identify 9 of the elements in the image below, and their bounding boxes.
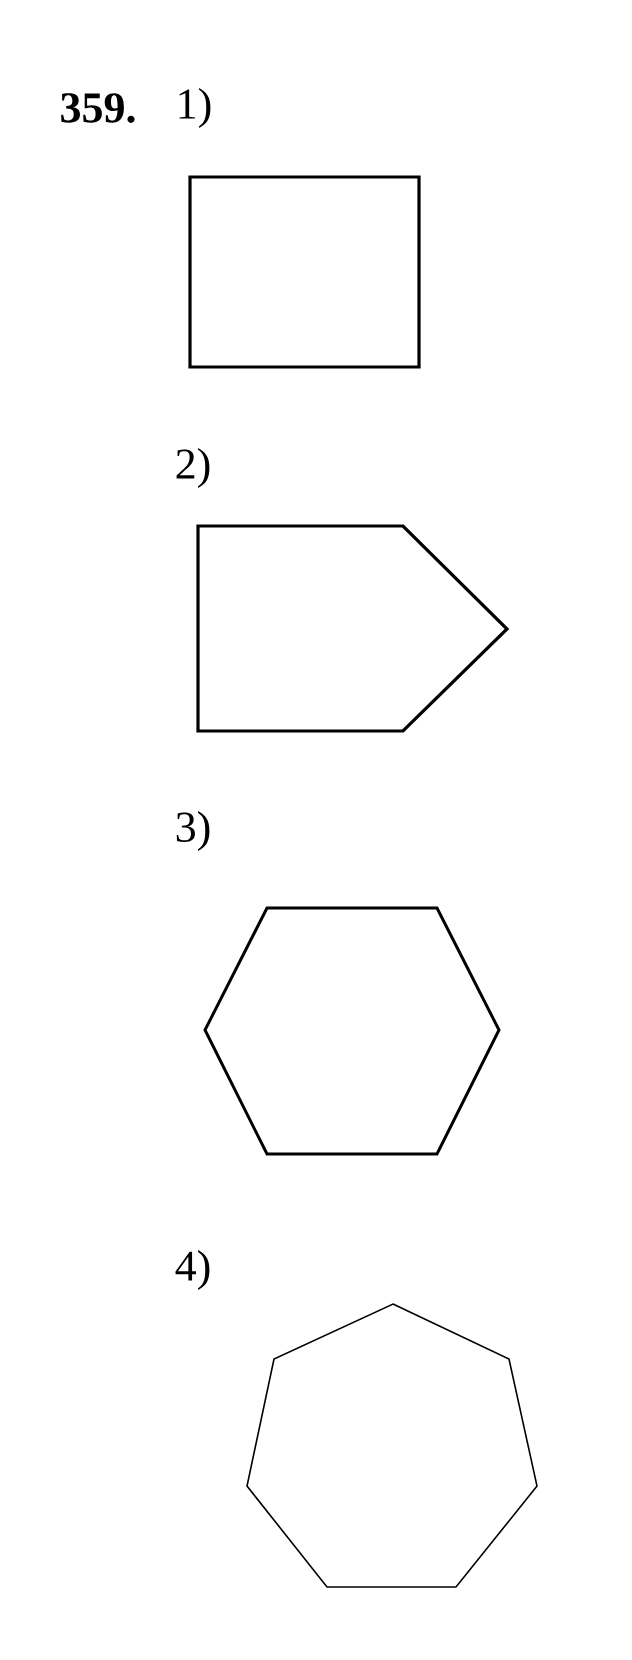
- rectangle: [188, 175, 421, 369]
- item-number: 4): [175, 1250, 210, 1290]
- item-number: 3): [176, 811, 210, 851]
- exercise-number: 359.: [61, 93, 135, 123]
- item-number: 1): [179, 88, 211, 128]
- item-number: 2): [176, 448, 210, 488]
- pentagon: [196, 524, 510, 733]
- hexagon: [203, 906, 501, 1156]
- heptagon: [246, 1303, 538, 1588]
